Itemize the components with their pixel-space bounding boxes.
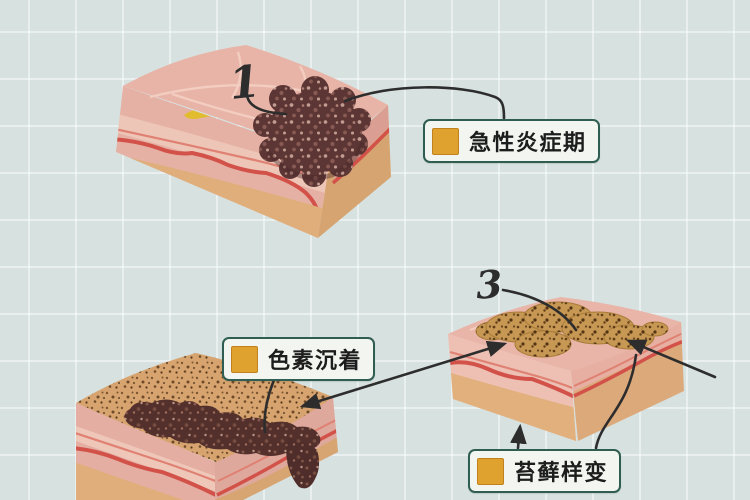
label-text-acute-inflammation: 急性炎症期 xyxy=(469,130,587,155)
arrow-lichen-label-to-block xyxy=(510,423,527,450)
stage-number-3: 3 xyxy=(474,261,504,308)
connectors xyxy=(245,86,717,450)
dermis-light-layer xyxy=(116,112,330,196)
pigment-drip-speckles xyxy=(286,438,320,489)
lichen-plaques xyxy=(475,301,669,358)
arrow-right-to-plaque xyxy=(625,339,717,379)
connector-lichen-label-to-plaque xyxy=(594,353,638,450)
pigment-patch xyxy=(124,399,321,489)
lesion-nodule xyxy=(253,76,371,187)
vessel-line-main xyxy=(116,137,320,213)
lesion-shadow-edge xyxy=(266,141,366,181)
vessel-line-thin xyxy=(76,430,215,484)
orange-square-icon xyxy=(477,457,504,485)
label-text-pigmentation: 色素沉着 xyxy=(268,348,363,373)
connector-number1-to-lesion xyxy=(245,93,288,116)
pigment-patch-speckles xyxy=(124,399,321,456)
skin-block-acute: 1 xyxy=(116,45,391,238)
orange-square-icon xyxy=(231,345,258,373)
connector-lesion-to-acute-label xyxy=(343,86,506,120)
label-box-pigmentation: 色素沉着 xyxy=(222,337,376,381)
dermis-light-layer xyxy=(76,424,215,493)
skin-block-lichenification: 3 xyxy=(448,261,684,441)
connector-number3-to-plaque xyxy=(501,288,578,332)
plaque-speckles xyxy=(476,302,668,357)
label-text-lichenification: 苔藓样变 xyxy=(514,460,609,485)
orange-square-icon xyxy=(432,127,459,155)
vessel-line-main xyxy=(76,446,215,498)
lesion-speckles xyxy=(253,76,371,187)
vessel-line-main xyxy=(573,339,684,398)
label-box-lichenification: 苔藓样变 xyxy=(468,449,622,493)
double-arrow-pigment-to-lichen xyxy=(299,340,508,410)
stage-number-1: 1 xyxy=(227,56,263,110)
label-box-acute-inflammation: 急性炎症期 xyxy=(423,119,600,163)
